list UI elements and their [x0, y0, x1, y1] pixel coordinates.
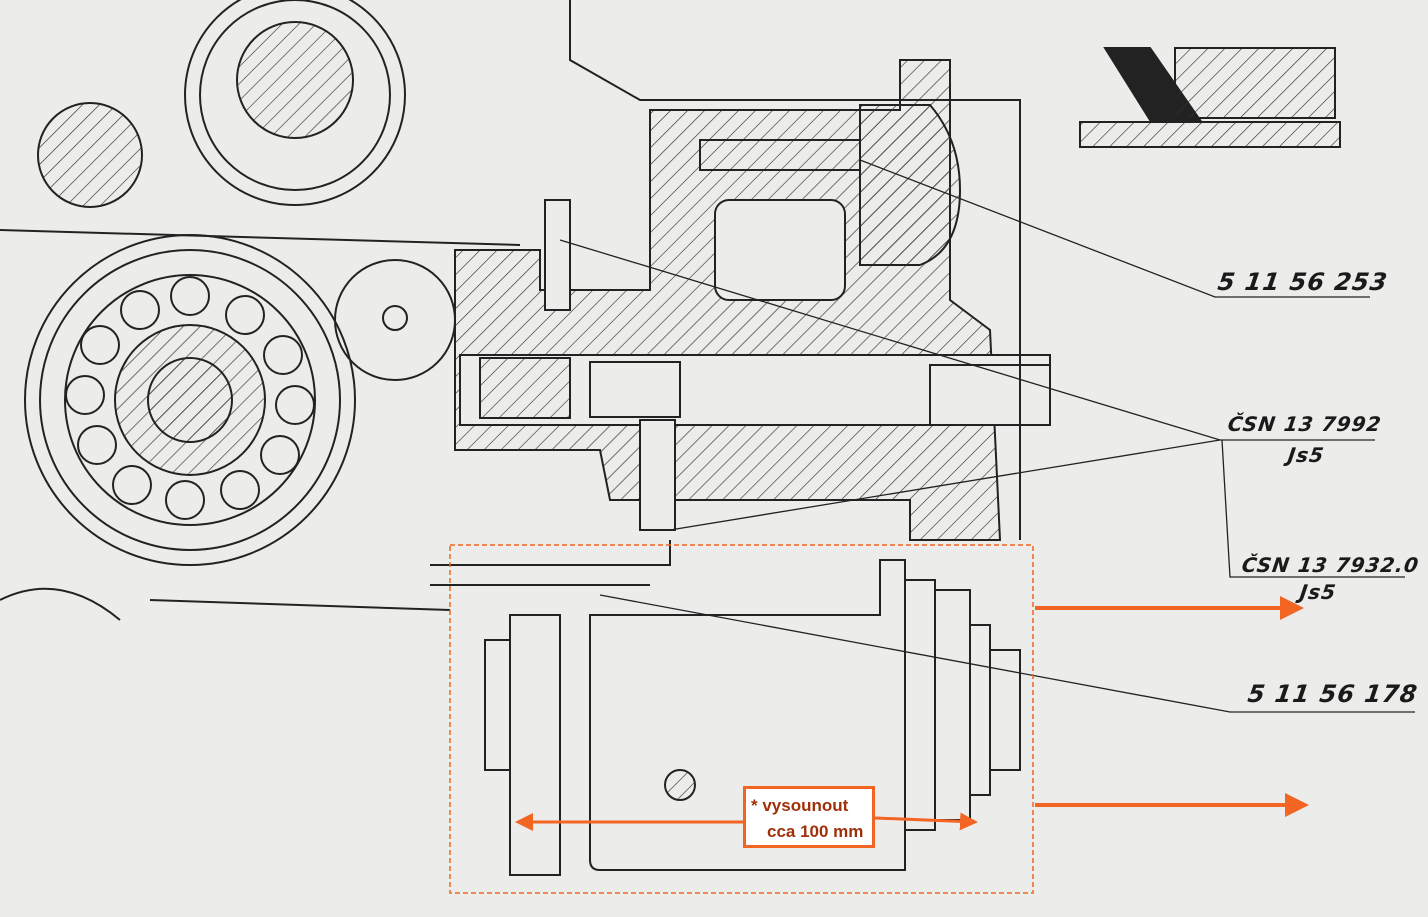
- selection-box: [449, 544, 1034, 894]
- note-line-2: cca 100 mm: [767, 822, 864, 841]
- part-number-bottom: 5 11 56 178: [1246, 680, 1420, 708]
- note-line-1: * vysounout: [751, 796, 849, 815]
- motor-outline: [430, 540, 1021, 876]
- bearing-balls: [65, 276, 315, 520]
- csn-standard-1: ČSN 13 7992: [1226, 412, 1384, 436]
- csn-standard-2: ČSN 13 7932.0: [1240, 553, 1421, 577]
- dimension-arrow-right: [874, 812, 978, 831]
- csn-standard-1-class: Js5: [1286, 443, 1326, 467]
- gears-and-bearing: [0, 0, 456, 621]
- leader-lines: [559, 159, 1415, 713]
- housing-section: [0, 0, 1341, 541]
- slide-out-note: * vysounout cca 100 mm: [743, 786, 875, 848]
- part-number-top: 5 11 56 253: [1216, 268, 1390, 296]
- csn-standard-2-class: Js5: [1298, 580, 1338, 604]
